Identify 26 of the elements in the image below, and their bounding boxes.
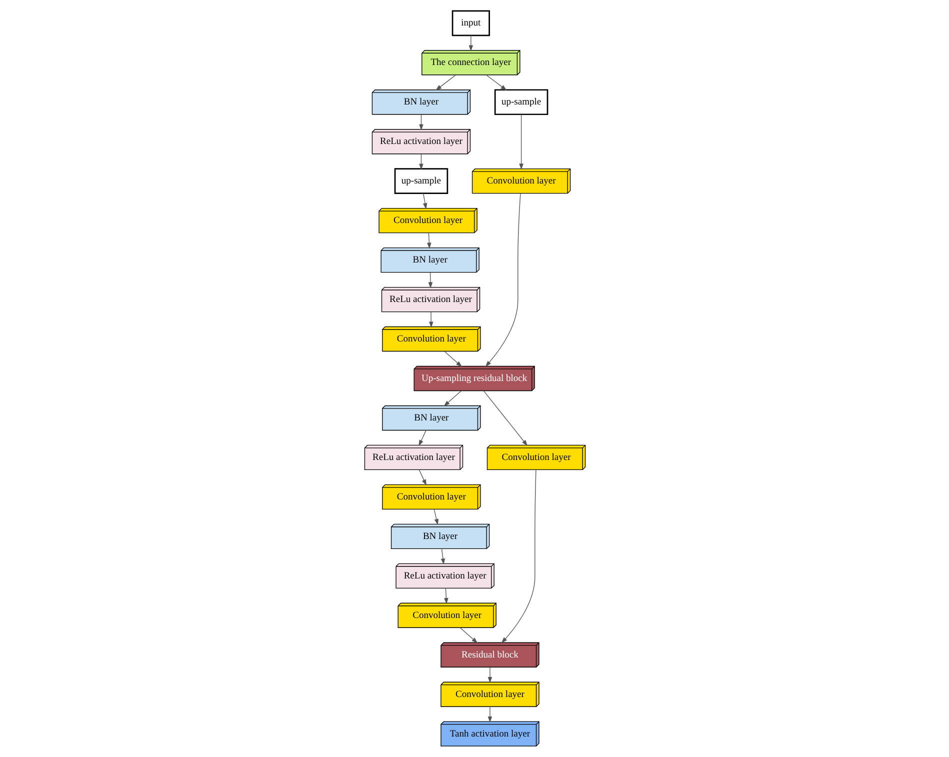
arrow [435, 74, 456, 90]
arrow [433, 508, 438, 526]
arrow [482, 390, 528, 446]
arrow [443, 390, 462, 406]
arrow [444, 588, 448, 604]
node-box: up-sample [494, 89, 548, 116]
arrow [484, 193, 520, 367]
arrow [459, 627, 478, 644]
arrow [487, 706, 492, 723]
arrow [468, 35, 473, 52]
arrow [440, 548, 445, 565]
arrow [426, 232, 431, 249]
arrow [487, 666, 492, 684]
arrow [418, 469, 426, 486]
arrow [428, 272, 432, 288]
node-box: up-sample [394, 168, 448, 194]
arrow [485, 74, 506, 90]
node-box: input [451, 10, 490, 36]
arrow [418, 154, 423, 170]
arrow [418, 430, 426, 446]
arrow [500, 470, 536, 644]
arrow [422, 193, 427, 210]
arrow [428, 312, 433, 328]
arrow [418, 114, 423, 130]
arrow [444, 351, 462, 367]
arrow [518, 114, 523, 170]
